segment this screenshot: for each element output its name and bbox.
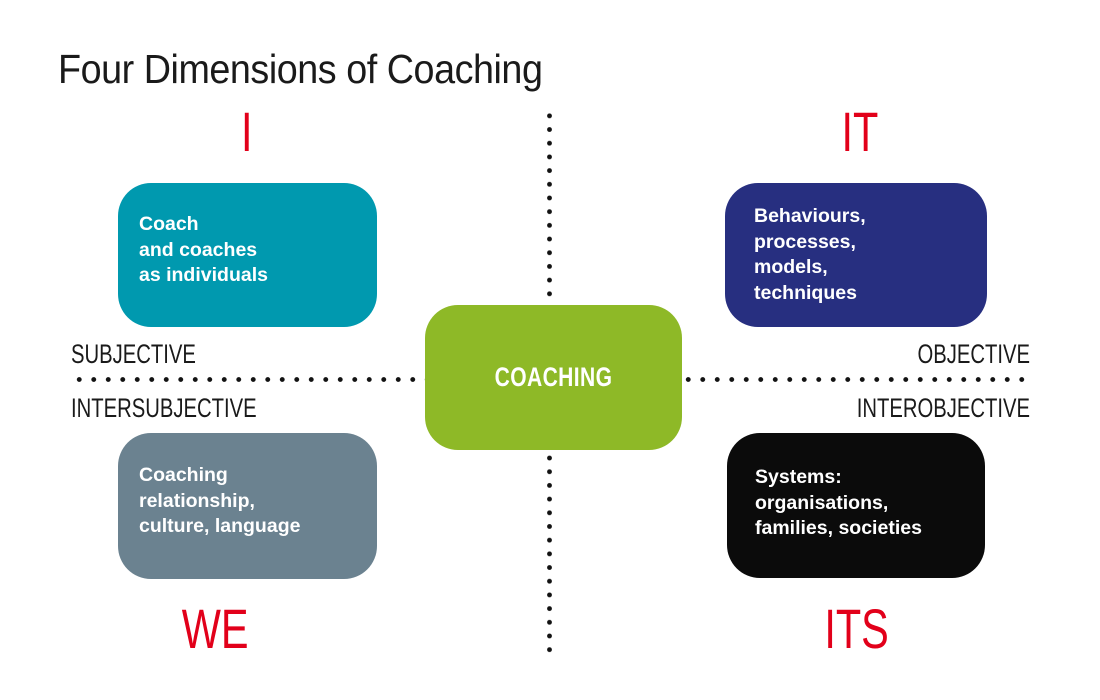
quadrant-label-we-text: WE	[181, 597, 249, 660]
quadrant-box-it: Behaviours, processes, models, technique…	[725, 183, 987, 327]
axis-label-interobjective: INTEROBJECTIVE	[856, 393, 1030, 423]
box-text-line: models,	[754, 256, 828, 278]
box-text-line: culture, language	[139, 515, 301, 537]
box-text-line: families, societies	[755, 517, 922, 539]
diagram-title: Four Dimensions of Coaching	[58, 46, 543, 92]
box-text-line: techniques	[754, 281, 857, 304]
quadrant-label-i-text: I	[241, 100, 253, 163]
quadrant-box-its: Systems: organisations, families, societ…	[727, 433, 985, 578]
axis-label-subjective: SUBJECTIVE	[71, 339, 196, 369]
box-text-line: Coaching	[139, 464, 228, 486]
box-text-line: Systems:	[755, 466, 842, 488]
axis-label-objective: OBJECTIVE	[917, 339, 1030, 369]
box-text-line: and coaches	[139, 238, 258, 261]
quadrant-label-it: IT	[750, 104, 970, 160]
coaching-center-label: COACHING	[494, 361, 613, 392]
axis-label-intersubjective: INTERSUBJECTIVE	[71, 393, 257, 423]
quadrant-box-i: Coach and coaches as individuals	[118, 183, 377, 327]
quadrant-label-i: I	[137, 104, 357, 160]
box-text-line: organisations,	[755, 491, 889, 514]
quadrant-label-we: WE	[105, 601, 325, 657]
box-text-line: as individuals	[139, 264, 268, 286]
coaching-center-box: COACHING	[425, 305, 682, 450]
quadrant-label-its-text: ITS	[824, 597, 890, 660]
quadrant-box-we: Coaching relationship, culture, language	[118, 433, 377, 579]
box-text-line: Behaviours,	[754, 205, 866, 227]
quadrant-label-its: ITS	[747, 601, 967, 657]
box-text-line: Coach	[139, 213, 199, 235]
box-text-line: relationship,	[139, 489, 255, 512]
quadrant-label-it-text: IT	[841, 100, 879, 163]
box-text-line: processes,	[754, 230, 856, 253]
